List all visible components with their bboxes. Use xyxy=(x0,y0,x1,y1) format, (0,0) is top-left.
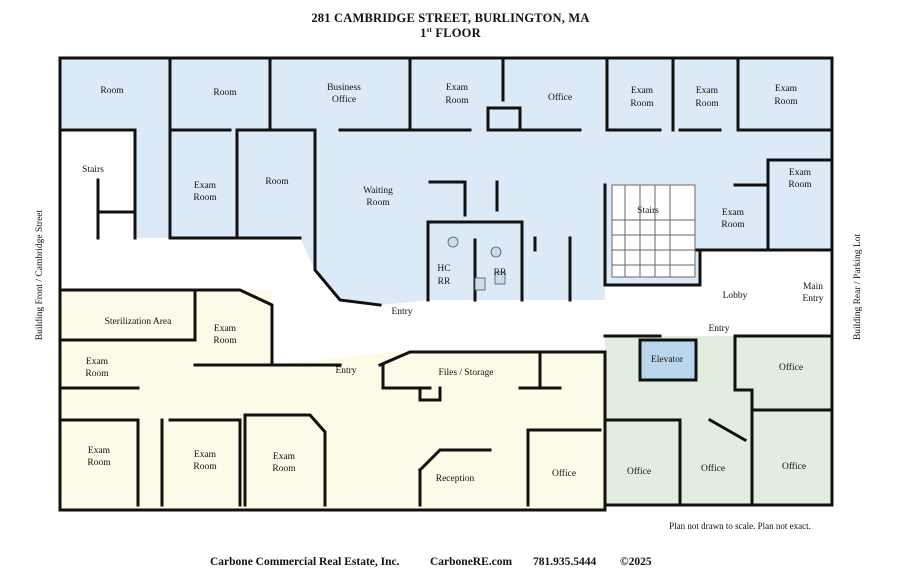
label-exam-mid-b: Room xyxy=(193,193,217,203)
label-office-g1: Office xyxy=(779,362,803,373)
stairs-right-treads xyxy=(611,184,696,278)
label-office-top: Office xyxy=(548,92,572,103)
label-exam-y1b: Room xyxy=(213,336,237,346)
label-exam-top-3a: Exam xyxy=(696,86,719,96)
footer-phone: 781.935.5444 xyxy=(533,556,597,568)
label-exam-y3b: Room xyxy=(87,458,111,468)
label-exam-y2a: Exam xyxy=(86,357,109,367)
label-elevator: Elevator xyxy=(651,355,684,365)
label-office-g4: Office xyxy=(782,461,806,472)
label-exam-top-2b: Room xyxy=(630,99,654,109)
floor-number: 1 xyxy=(420,26,427,41)
label-hc-a: HC xyxy=(437,264,450,274)
label-main-entry-b: Entry xyxy=(802,294,823,304)
label-exam-top-1a: Exam xyxy=(446,83,469,93)
label-room-2: Room xyxy=(213,88,237,98)
label-entry-mid: Entry xyxy=(391,307,412,317)
scale-note: Plan not drawn to scale. Plan not exact. xyxy=(669,521,811,531)
label-exam-y3a: Exam xyxy=(88,446,111,456)
label-business-office-2: Office xyxy=(332,94,356,105)
label-lobby: Lobby xyxy=(723,291,748,301)
yellow-zone xyxy=(60,290,605,510)
label-exam-top-1b: Room xyxy=(445,96,469,106)
label-files-storage: Files / Storage xyxy=(439,368,494,378)
label-office-g2: Office xyxy=(627,466,651,477)
floor-label: 1st FLOOR xyxy=(0,26,901,41)
label-room-1: Room xyxy=(100,86,124,96)
label-exam-right-2b: Room xyxy=(721,220,745,230)
label-waiting-a: Waiting xyxy=(363,186,393,196)
floor-suffix: st xyxy=(426,26,433,34)
label-room-mid: Room xyxy=(265,177,289,187)
label-waiting-b: Room xyxy=(366,198,390,208)
label-sterilization: Sterilization Area xyxy=(105,317,173,327)
label-exam-top-4b: Room xyxy=(774,97,798,107)
label-exam-right-2a: Exam xyxy=(722,208,745,218)
floor-word: FLOOR xyxy=(435,26,481,41)
footer-website: CarboneRE.com xyxy=(430,556,513,568)
label-reception: Reception xyxy=(436,474,475,484)
label-stairs-right: Stairs xyxy=(637,206,659,216)
label-exam-top-2a: Exam xyxy=(631,86,654,96)
label-business-office-1: Business xyxy=(327,83,361,93)
label-exam-y1a: Exam xyxy=(214,324,237,334)
label-hc-b: RR xyxy=(438,277,451,287)
side-label-rear: Building Rear / Parking Lot xyxy=(853,233,863,341)
label-entry-right: Entry xyxy=(708,324,729,334)
walls xyxy=(58,56,834,512)
label-exam-right-1b: Room xyxy=(788,180,812,190)
label-exam-top-4a: Exam xyxy=(775,84,798,94)
label-exam-y4a: Exam xyxy=(194,450,217,460)
elevator-fill xyxy=(640,340,696,380)
label-exam-y4b: Room xyxy=(193,462,217,472)
label-exam-top-3b: Room xyxy=(695,99,719,109)
footer-copyright: ©2025 xyxy=(620,556,652,568)
label-main-entry-a: Main xyxy=(803,282,823,292)
room-labels: Room Room Business Office Exam Room Offi… xyxy=(82,83,824,484)
label-office-y: Office xyxy=(552,468,576,479)
label-rr: RR xyxy=(494,268,507,278)
label-office-g3: Office xyxy=(701,463,725,474)
label-entry-left: Entry xyxy=(335,366,356,376)
label-exam-right-1a: Exam xyxy=(789,168,812,178)
label-exam-y5a: Exam xyxy=(273,452,296,462)
restroom-fixtures xyxy=(447,236,506,291)
plan-title: 281 CAMBRIDGE STREET, BURLINGTON, MA xyxy=(311,11,590,25)
side-label-front: Building Front / Cambridge Street xyxy=(35,209,45,341)
label-exam-y5b: Room xyxy=(272,464,296,474)
label-stairs-left: Stairs xyxy=(82,165,104,175)
label-exam-mid-a: Exam xyxy=(194,181,217,191)
footer-company: Carbone Commercial Real Estate, Inc. xyxy=(210,556,400,568)
label-exam-y2b: Room xyxy=(85,369,109,379)
